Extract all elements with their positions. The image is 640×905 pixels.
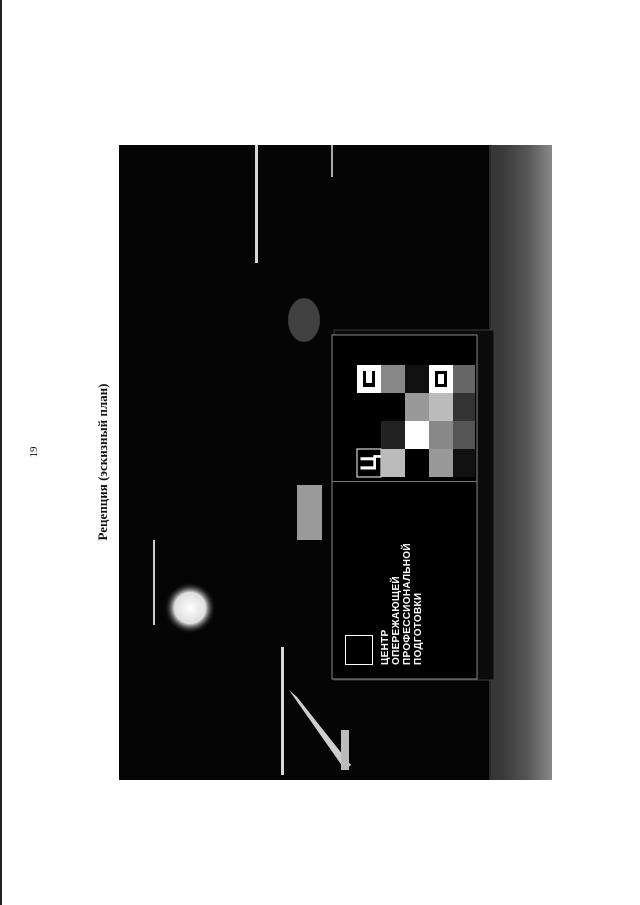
- sign-text: ЦЕНТР ОПЕРЕЖАЮЩЕЙ ПРОФЕССИОНАЛЬНОЙ ПОДГО…: [345, 543, 424, 665]
- sign-line-4: ПОДГОТОВКИ: [413, 592, 424, 665]
- page-number: 19: [28, 446, 40, 458]
- sign-line-3: ПРОФЕССИОНАЛЬНОЙ: [402, 543, 413, 665]
- counter-panel: Ц: [331, 334, 478, 680]
- sign-line-2: ОПЕРЕЖАЮЩЕЙ: [391, 576, 402, 665]
- reception-photo: Ц ЦЕНТР ОПЕРЕЖАЮЩЕЙ ПРОФЕССИОНАЛЬНОЙ ПОД…: [119, 145, 552, 780]
- scan-edge: [0, 0, 2, 905]
- tile-letter-ts: Ц: [356, 455, 381, 471]
- logo-mark-icon: [345, 635, 373, 665]
- sign-line-1: ЦЕНТР: [380, 629, 391, 665]
- page-title: Рецепция (эскизный план): [95, 383, 110, 541]
